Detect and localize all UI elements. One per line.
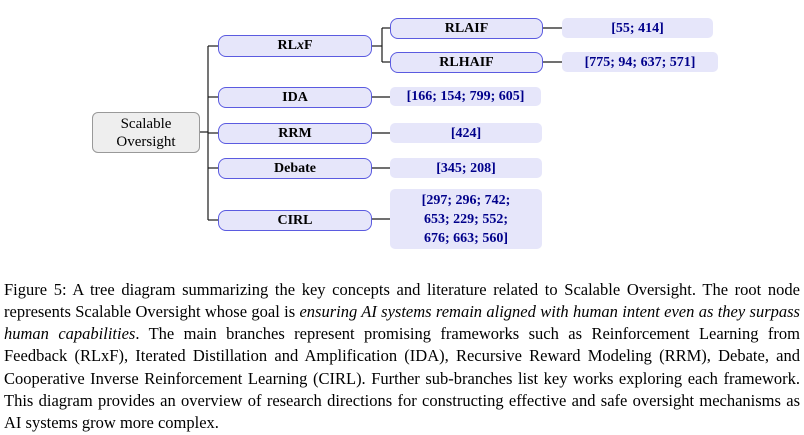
root-label-line2: Oversight	[116, 133, 176, 150]
caption-text-italic: ensuring AI systems remain aligned with …	[4, 301, 800, 344]
branch-node-rrm: RRM	[218, 123, 372, 144]
tree-connectors	[200, 27, 562, 221]
root-label-line1: Scalable	[120, 115, 172, 132]
rlxf-label-pre: RL	[277, 38, 297, 53]
root-node-scalable-oversight: Scalable Oversight	[92, 112, 200, 153]
citation-box-rrm: [424]	[390, 123, 542, 143]
branch-node-debate: Debate	[218, 158, 372, 179]
citation-box-rlaif: [55; 414]	[562, 18, 713, 38]
citation-box-cirl: [297; 296; 742; 653; 229; 552; 676; 663;…	[390, 189, 542, 249]
rlxf-label-italic-x: x	[296, 38, 304, 53]
subbranch-node-rlhaif: RLHAIF	[390, 52, 543, 73]
cirl-citation-line2: 653; 229; 552;	[424, 211, 508, 227]
branch-node-ida: IDA	[218, 87, 372, 108]
cirl-citation-line1: [297; 296; 742;	[421, 192, 511, 208]
rlxf-label-post: F	[303, 38, 313, 53]
caption-text-part1: Figure 5: A tree diagram summarizing the…	[4, 279, 800, 321]
citation-box-ida: [166; 154; 799; 605]	[390, 87, 541, 106]
citation-box-debate: [345; 208]	[390, 158, 542, 178]
cirl-citation-line3: 676; 663; 560]	[424, 230, 508, 246]
subbranch-node-rlaif: RLAIF	[390, 18, 543, 39]
citation-box-rlhaif: [775; 94; 637; 571]	[562, 52, 718, 72]
figure-caption: Figure 5: A tree diagram summarizing the…	[0, 277, 804, 435]
branch-node-cirl: CIRL	[218, 210, 372, 231]
